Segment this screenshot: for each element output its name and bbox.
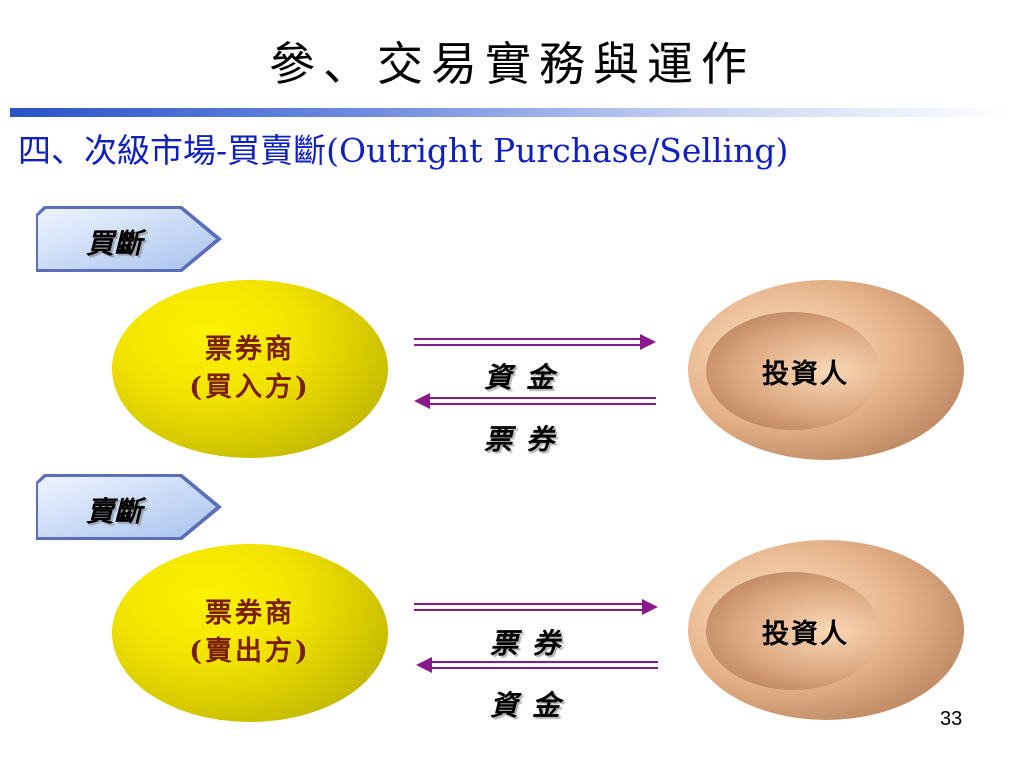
slide-subtitle: 四、次級市場-買賣斷(Outright Purchase/Selling) bbox=[18, 131, 789, 170]
buy-left-arrow bbox=[414, 393, 656, 409]
buy-tag-label: 買斷 bbox=[86, 227, 143, 260]
tag-shape bbox=[36, 474, 222, 540]
sell-dealer-role: (賣出方) bbox=[189, 636, 311, 667]
title-underline bbox=[10, 108, 1010, 117]
buy-dealer-name: 票券商 bbox=[205, 334, 295, 365]
sell-upper-flow-label: 票券 bbox=[490, 627, 575, 660]
buy-right-arrow bbox=[414, 334, 656, 350]
sell-dealer-ellipse: 票券商 (賣出方) bbox=[112, 544, 388, 722]
sell-investor-label: 投資人 bbox=[762, 619, 849, 650]
sell-investor-inner bbox=[706, 572, 880, 690]
sell-dealer-name: 票券商 bbox=[205, 598, 295, 629]
buy-lower-flow-label: 票券 bbox=[484, 423, 569, 456]
buy-investor-label: 投資人 bbox=[762, 359, 849, 390]
sell-lower-flow-label: 資金 bbox=[490, 689, 575, 722]
tag-shape bbox=[36, 206, 222, 272]
sell-tag-label: 賣斷 bbox=[86, 495, 143, 528]
buy-upper-flow-label: 資金 bbox=[484, 361, 569, 394]
buy-dealer-role: (買入方) bbox=[189, 372, 311, 403]
slide-title: 參、交易實務與運作 bbox=[269, 37, 755, 91]
buy-investor-inner bbox=[706, 312, 880, 430]
sell-left-arrow bbox=[416, 657, 658, 673]
sell-section-tag: 賣斷 bbox=[36, 474, 224, 540]
buy-section-tag: 買斷 bbox=[36, 206, 224, 272]
page-number: 33 bbox=[940, 708, 963, 730]
sell-right-arrow bbox=[414, 599, 658, 615]
buy-dealer-ellipse: 票券商 (買入方) bbox=[112, 280, 388, 458]
